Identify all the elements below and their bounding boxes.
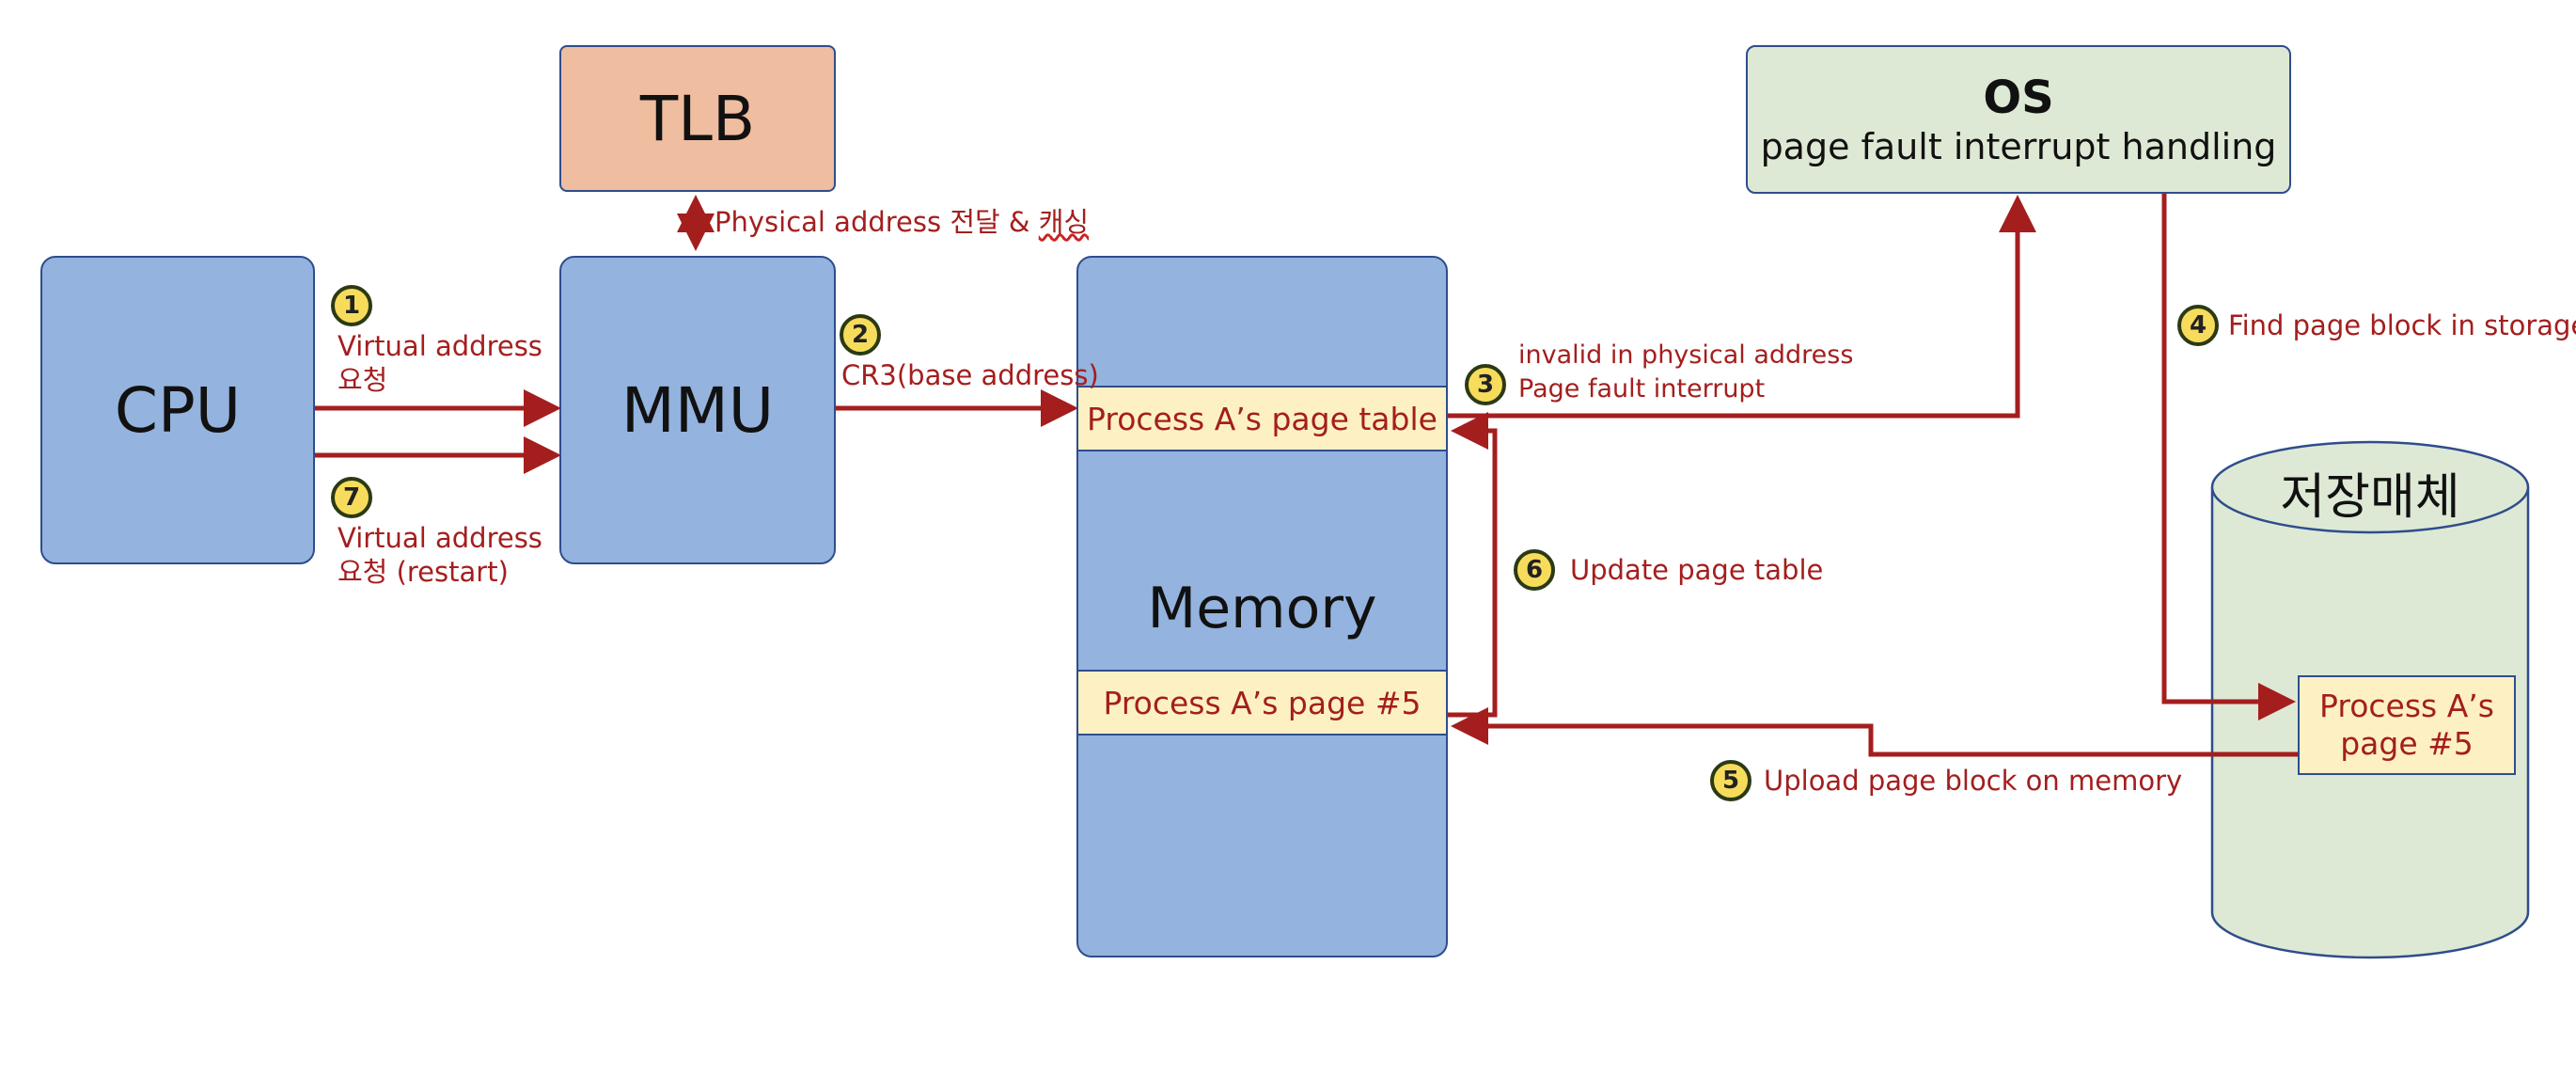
arrow-step4 bbox=[2161, 194, 2296, 720]
tlb-box: TLB bbox=[559, 45, 836, 192]
step-3-line1: invalid in physical address bbox=[1518, 340, 1854, 370]
step-1-line2: 요청 bbox=[338, 364, 388, 396]
storage-block-line2: page #5 bbox=[2340, 725, 2474, 762]
step-4-label: Find page block in storage bbox=[2228, 309, 2576, 341]
step-6-badge: 6 bbox=[1514, 549, 1555, 591]
step-7-label: Virtual address 요청 (restart) bbox=[338, 521, 542, 589]
step-7-badge: 7 bbox=[331, 477, 372, 518]
memory-label: Memory bbox=[1147, 576, 1377, 641]
step-6-label: Update page table bbox=[1570, 554, 1824, 586]
os-box: OS page fault interrupt handling bbox=[1746, 45, 2291, 194]
storage-page5-block: Process A’s page #5 bbox=[2298, 675, 2516, 775]
step-1-label: Virtual address 요청 bbox=[338, 329, 542, 397]
memory-page5-segment: Process A’s page #5 bbox=[1076, 670, 1448, 736]
step-1-badge: 1 bbox=[331, 285, 372, 326]
storage-block-line1: Process A’s bbox=[2319, 688, 2494, 724]
step-7-line1: Virtual address bbox=[338, 522, 542, 554]
tlb-link-squiggly-word: 캐싱 bbox=[1038, 206, 1090, 238]
arrow-step3 bbox=[1448, 195, 2036, 419]
mmu-box: MMU bbox=[559, 256, 836, 564]
memory-box: Memory bbox=[1076, 256, 1448, 957]
mmu-label: MMU bbox=[620, 373, 775, 447]
step-1-line1: Virtual address bbox=[338, 330, 542, 362]
os-title: OS bbox=[1983, 71, 2054, 124]
step-2-badge: 2 bbox=[840, 314, 881, 356]
memory-page-table-segment: Process A’s page table bbox=[1076, 386, 1448, 451]
tlb-label: TLB bbox=[639, 82, 756, 155]
page5-label: Process A’s page #5 bbox=[1103, 684, 1422, 721]
step-5-label: Upload page block on memory bbox=[1764, 765, 2183, 797]
step-2-label: CR3(base address) bbox=[841, 359, 1099, 391]
cpu-box: CPU bbox=[40, 256, 315, 564]
tlb-link-text: Physical address 전달 & bbox=[715, 206, 1039, 238]
os-subtitle: page fault interrupt handling bbox=[1760, 126, 2277, 167]
step-4-badge: 4 bbox=[2177, 305, 2219, 346]
arrow-step5 bbox=[1451, 707, 2298, 757]
page-table-label: Process A’s page table bbox=[1087, 400, 1437, 437]
storage-title: 저장매체 bbox=[2280, 469, 2460, 526]
step-7-line2: 요청 (restart) bbox=[338, 556, 509, 588]
cpu-label: CPU bbox=[114, 373, 242, 447]
step-5-badge: 5 bbox=[1710, 760, 1751, 801]
arrow-step6 bbox=[1448, 412, 1498, 718]
step-3-label: invalid in physical address Page fault i… bbox=[1518, 339, 1853, 406]
step-3-line2: Page fault interrupt bbox=[1518, 374, 1766, 404]
step-3-badge: 3 bbox=[1465, 364, 1506, 405]
tlb-link-label: Physical address 전달 & 캐싱 bbox=[715, 205, 1089, 239]
